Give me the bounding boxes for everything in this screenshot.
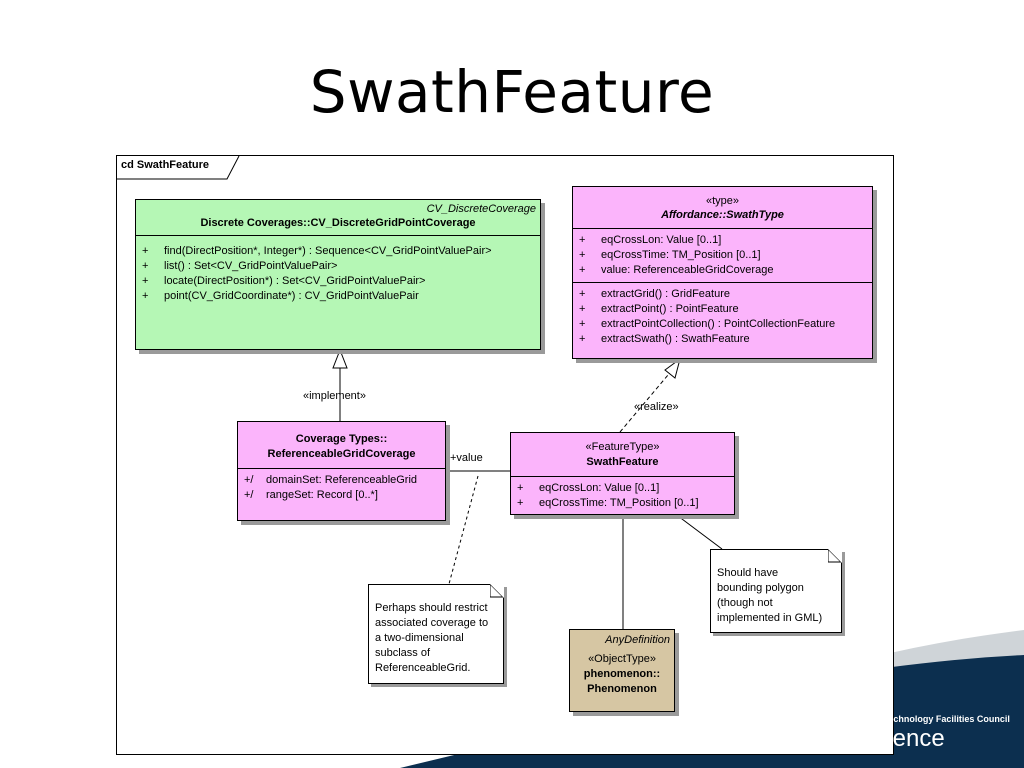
phenomenon-class[interactable]: AnyDefinition «ObjectType» phenomenon:: … (569, 629, 675, 712)
attribute-row: +/rangeSet: Record [0..*] (244, 489, 378, 501)
note-line: ReferenceableGrid. (375, 662, 471, 674)
note-line: subclass of (375, 647, 431, 659)
operation-row: +point(CV_GridCoordinate*) : CV_GridPoin… (142, 290, 419, 302)
operation-row: +locate(DirectPosition*) : Set<CV_GridPo… (142, 275, 426, 287)
affordance-stereotype: «type» (705, 195, 740, 207)
swath-feature-class[interactable]: «FeatureType» SwathFeature +eqCrossLon: … (510, 432, 735, 515)
value-role-label: +value (450, 452, 483, 464)
swath-stereotype: «FeatureType» (585, 441, 660, 453)
implement-arrowhead (332, 348, 348, 369)
operation-row: +list() : Set<CV_GridPointValuePair> (142, 260, 338, 272)
frame-label: cd SwathFeature (121, 159, 210, 171)
referenceable-name-line2: ReferenceableGridCoverage (267, 448, 416, 460)
note-line: Should have (717, 567, 779, 579)
affordance-header: «type» Affordance::SwathType (573, 187, 872, 228)
operation-row: +extractSwath() : SwathFeature (579, 333, 750, 345)
restrict-coverage-note[interactable]: Perhaps should restrict associated cover… (368, 584, 504, 684)
note-line: associated coverage to (375, 617, 489, 629)
swath-class-name: SwathFeature (586, 456, 659, 468)
referenceable-grid-coverage-class[interactable]: Coverage Types:: ReferenceableGridCovera… (237, 421, 446, 521)
note-line: Perhaps should restrict (375, 602, 488, 614)
attribute-row: +value: ReferenceableGridCoverage (579, 264, 774, 276)
stfc-org-name: Science & Technology Facilities Council (838, 714, 1010, 724)
attribute-row: +eqCrossTime: TM_Position [0..1] (579, 249, 761, 261)
attribute-row: +eqCrossLon: Value [0..1] (579, 234, 722, 246)
attribute-row: +eqCrossLon: Value [0..1] (517, 482, 660, 494)
referenceable-header: Coverage Types:: ReferenceableGridCovera… (238, 422, 445, 468)
realize-arrowhead (664, 357, 681, 379)
bounding-polygon-note[interactable]: Should have bounding polygon (though not… (710, 549, 842, 633)
discrete-operations: +find(DirectPosition*, Integer*) : Seque… (136, 235, 540, 308)
referenceable-name-line1: Coverage Types:: (295, 433, 388, 445)
affordance-attributes: +eqCrossLon: Value [0..1] +eqCrossTime: … (573, 228, 872, 282)
frame-tab-outline (117, 156, 240, 180)
operation-row: +extractGrid() : GridFeature (579, 288, 730, 300)
operation-row: +find(DirectPosition*, Integer*) : Seque… (142, 245, 492, 257)
note-line: implemented in GML) (717, 612, 823, 624)
affordance-operations: +extractGrid() : GridFeature +extractPoi… (573, 282, 872, 351)
note-fold-icon (490, 584, 504, 598)
affordance-swath-type-class[interactable]: «type» Affordance::SwathType +eqCrossLon… (572, 186, 873, 359)
slide-title: SwathFeature (309, 58, 715, 126)
implement-label: «implement» (303, 390, 366, 402)
referenceable-attributes: +/domainSet: ReferenceableGrid +/rangeSe… (238, 468, 445, 507)
affordance-class-name: Affordance::SwathType (661, 209, 784, 221)
escience-brand: e-Science (838, 725, 945, 752)
note-fold-icon (828, 549, 842, 563)
discrete-grid-point-coverage-class[interactable]: CV_DiscreteCoverage Discrete Coverages::… (135, 199, 541, 350)
phenomenon-stereotype: «ObjectType» (588, 653, 656, 665)
attribute-row: +eqCrossTime: TM_Position [0..1] (517, 497, 699, 509)
discrete-stereotype: CV_DiscreteCoverage (426, 203, 536, 215)
note-line: (though not (717, 597, 773, 609)
phenomenon-definition: AnyDefinition (605, 634, 670, 646)
operation-row: +extractPointCollection() : PointCollect… (579, 318, 836, 330)
phenomenon-name-line2: Phenomenon (587, 683, 657, 695)
realize-line (619, 374, 669, 433)
stfc-sunburst-logo (782, 706, 830, 749)
phenomenon-header: «ObjectType» phenomenon:: Phenomenon (570, 646, 674, 701)
phenomenon-name-line1: phenomenon:: (583, 668, 661, 680)
note-line: a two-dimensional (375, 632, 464, 644)
swath-header: «FeatureType» SwathFeature (511, 433, 734, 476)
restrict-note-anchor (448, 475, 479, 585)
operation-row: +extractPoint() : PointFeature (579, 303, 739, 315)
attribute-row: +/domainSet: ReferenceableGrid (244, 474, 418, 486)
bounding-note-anchor (677, 515, 723, 550)
swath-attributes: +eqCrossLon: Value [0..1] +eqCrossTime: … (511, 476, 734, 515)
discrete-class-name: Discrete Coverages::CV_DiscreteGridPoint… (200, 217, 476, 229)
realize-label: «realize» (634, 401, 679, 413)
note-line: bounding polygon (717, 582, 804, 594)
